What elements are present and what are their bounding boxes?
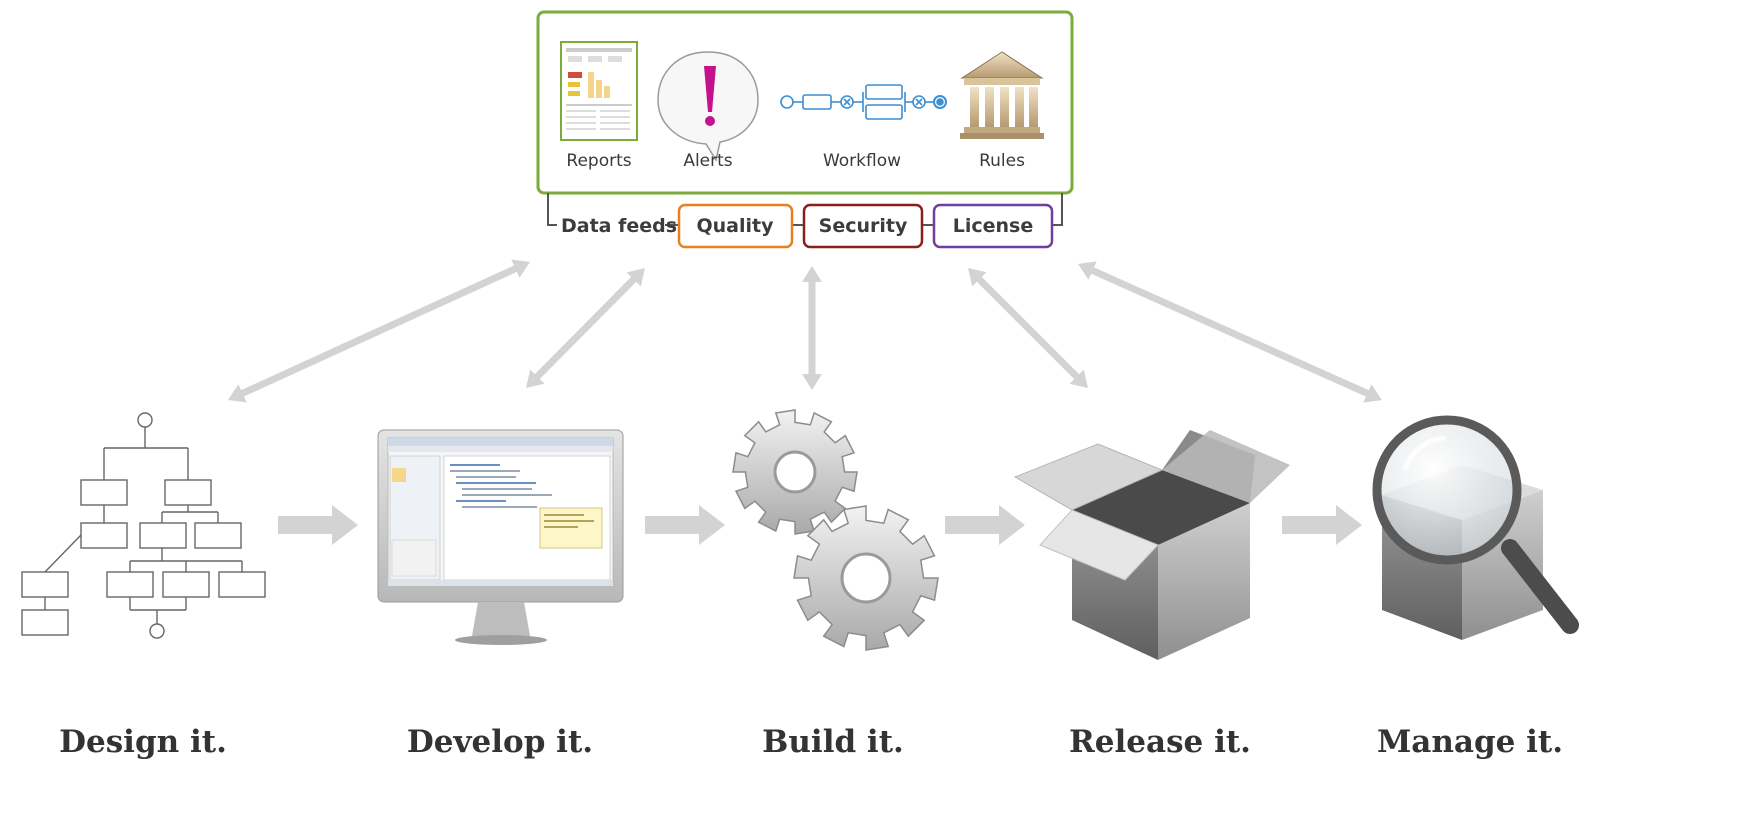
svg-text:License: License [953, 215, 1034, 237]
feed-pill-security: Security [802, 203, 924, 249]
open-box-icon [1013, 430, 1290, 660]
flow-arrow-build-release [945, 505, 1025, 545]
feed-arrows [228, 259, 1382, 403]
tools-panel [536, 10, 1074, 195]
gear-upper [732, 409, 858, 535]
feed-arrow-build [802, 266, 822, 390]
svg-text:Quality: Quality [697, 215, 775, 237]
stage-label-build: Build it. [762, 724, 904, 760]
tool-label-reports: Reports [566, 151, 631, 171]
tool-label-alerts: Alerts [683, 151, 732, 171]
data-feeds-label: Data feeds [561, 215, 677, 237]
feed-arrow-develop [526, 268, 645, 388]
stage-label-develop: Develop it. [407, 724, 593, 760]
feed-arrow-design [228, 259, 530, 403]
stage-label-release: Release it. [1069, 724, 1251, 760]
flow-arrow-design-develop [278, 505, 358, 545]
stage-label-manage: Manage it. [1377, 724, 1563, 760]
tool-label-workflow: Workflow [823, 151, 901, 171]
stage-label-design: Design it. [59, 724, 227, 760]
flow-arrow-develop-build [645, 505, 725, 545]
report-document-icon [560, 41, 638, 141]
flowchart-icon [21, 412, 266, 639]
gears-icon [732, 409, 939, 651]
feed-pill-quality: Quality [677, 203, 794, 249]
exclamation-mark [704, 66, 716, 112]
flow-arrow-release-manage [1282, 505, 1362, 545]
monitor-ide-icon [377, 429, 624, 645]
stage-flow-arrows [278, 505, 1362, 545]
workflow-diagram-icon [780, 84, 947, 120]
courthouse-columns-icon [960, 51, 1044, 139]
alert-speech-bubble-icon [657, 51, 759, 162]
tool-label-rules: Rules [979, 151, 1025, 171]
feed-pill-license: License [932, 203, 1054, 249]
feed-arrow-manage [1078, 261, 1382, 403]
magnifier-handle [1501, 539, 1579, 634]
feeds-connector [547, 193, 1063, 226]
magnifier-box-icon [1372, 415, 1579, 640]
gear-lower [793, 505, 939, 651]
svg-text:Security: Security [819, 215, 908, 237]
feed-arrow-release [968, 268, 1088, 388]
